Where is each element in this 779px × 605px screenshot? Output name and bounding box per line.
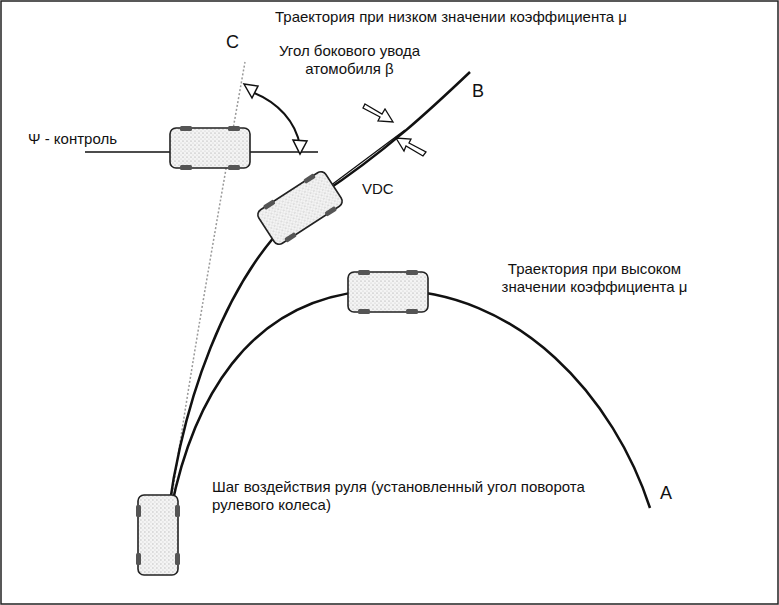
steering-label: Шаг воздействия руля (установленный угол… xyxy=(212,478,642,514)
point-label: C xyxy=(226,33,246,51)
point-label: A xyxy=(660,484,680,502)
system-label: VDC xyxy=(362,180,412,198)
control-label: Ψ - контроль xyxy=(28,130,158,148)
point-label: B xyxy=(472,82,492,100)
trajectory-label: Траектория при высоком значении коэффици… xyxy=(492,260,697,296)
trajectory-label: Траектория при низком значении коэффицие… xyxy=(275,8,755,26)
angle-label: Угол бокового увода атомобиля β xyxy=(262,42,437,78)
